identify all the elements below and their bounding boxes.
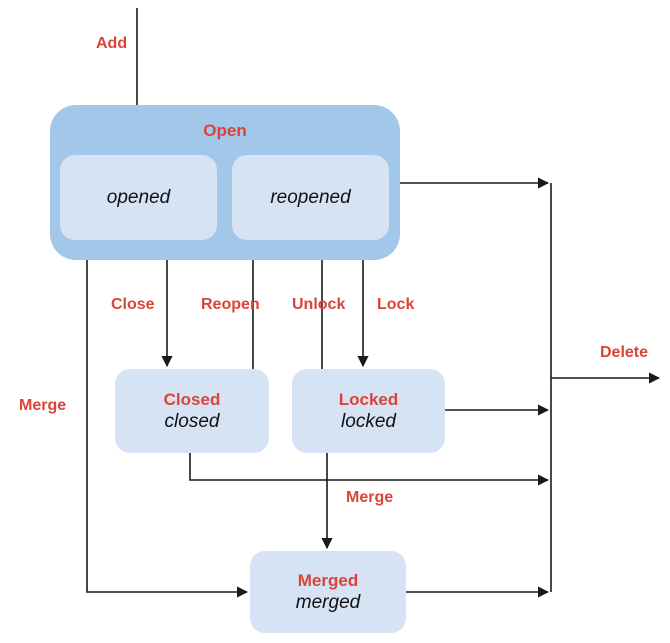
transition-label-delete: Delete	[600, 344, 649, 361]
substate-opened-label: opened	[106, 186, 171, 208]
substate-opened: opened	[60, 155, 217, 240]
substate-reopened: reopened	[232, 155, 389, 240]
substate-reopened-label: reopened	[270, 186, 351, 208]
transition-label-close: Close	[111, 296, 155, 313]
transition-label-merge-from-open: Merge	[19, 397, 67, 414]
state-locked: Locked locked	[292, 369, 445, 453]
transition-label-reopen: Reopen	[201, 296, 260, 313]
transition-label-lock: Lock	[377, 296, 415, 313]
state-closed-title: Closed	[163, 389, 221, 409]
transition-label-add: Add	[96, 35, 128, 52]
state-open: Open opened reopened	[50, 105, 400, 260]
state-closed-label: closed	[164, 410, 220, 432]
transition-label-merge-from-locked: Merge	[346, 489, 394, 506]
state-closed: Closed closed	[115, 369, 269, 453]
edge-closed-to-delete-bus	[189, 453, 550, 486]
state-locked-title: Locked	[338, 389, 399, 409]
state-merged-title: Merged	[297, 570, 359, 590]
state-locked-label: locked	[341, 410, 396, 432]
edge-merge-open-arrow	[86, 260, 249, 598]
state-open-title: Open	[203, 121, 247, 140]
state-merged: Merged merged	[250, 551, 406, 633]
state-merged-label: merged	[295, 591, 361, 613]
transition-label-unlock: Unlock	[292, 296, 346, 313]
